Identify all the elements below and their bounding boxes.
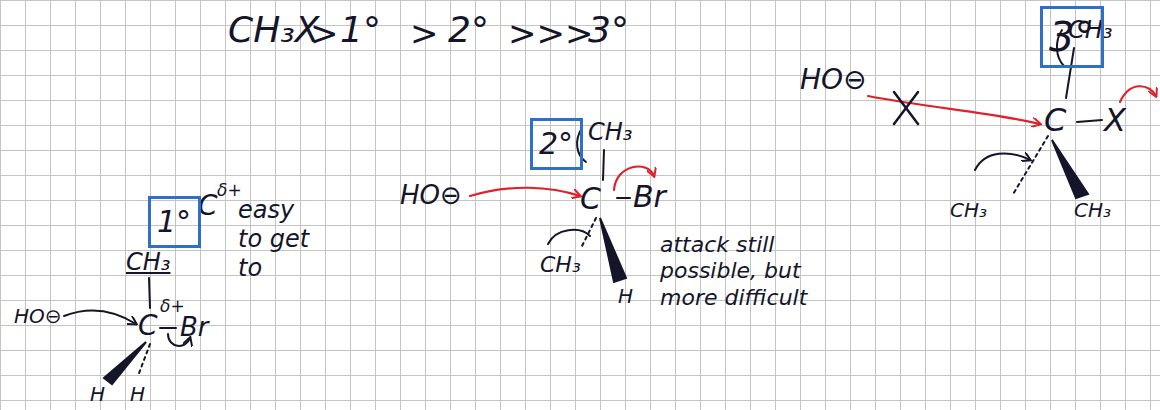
methyl-group: CH₃ [126,250,170,274]
hydrogen-atom: H [130,384,145,404]
reactivity-order: 2° [448,12,489,48]
classification-box: 3° [1040,6,1104,68]
greater-than: > [310,16,339,50]
box-label: 1° [157,207,192,237]
hydrogen-atom: H [90,384,105,404]
methyl-group: CH₃ [950,200,987,220]
methyl-group: CH₃ [588,120,632,144]
note: easy to get to [238,196,318,282]
partial-charge: δ+ [160,298,185,315]
reactivity-order: 3° [588,12,629,48]
leaving-group: Br [180,314,209,340]
hydroxide: HO⊖ [400,182,462,208]
greater-than: > [410,16,439,50]
methyl-group: CH₃ [1074,200,1111,220]
methyl-group: CH₃ [540,254,581,276]
much-greater-than: >>> [508,16,593,50]
box-label: 3° [1049,17,1095,57]
hydroxide: HO⊖ [14,306,62,326]
leaving-group: X [1104,104,1126,136]
leaving-group: Br [633,182,666,212]
hydroxide: HO⊖ [800,66,867,94]
hydrogen-atom: H [618,286,633,306]
box-label: 2° [539,129,574,159]
carbon-atom: C [580,184,601,214]
classification-box: 1° [148,196,201,248]
carbon-atom: C [138,312,158,340]
classification-box: 2° [530,118,583,170]
partial-charge: δ+ [217,182,242,199]
carbon-atom: C [1044,104,1066,136]
reactivity-order: CH₃X [228,12,319,48]
note: attack still possible, but more difficul… [660,232,830,311]
reactivity-order: 1° [340,12,381,48]
